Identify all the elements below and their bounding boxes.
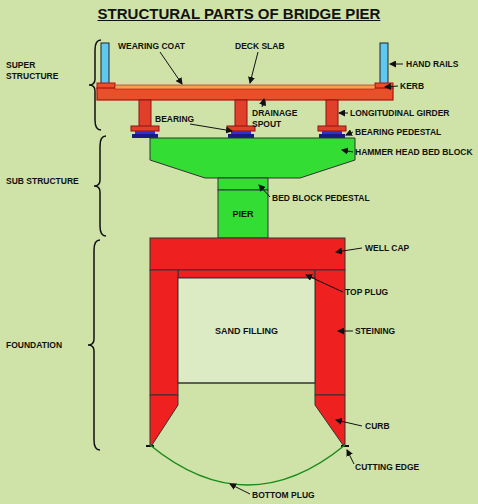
part-label: CURB [365,421,390,432]
part-label: HAND RAILS [406,59,458,70]
part-label: SUPER STRUCTURE [6,60,84,81]
part-label: BEARING PEDESTAL [355,127,441,138]
part-label: DECK SLAB [235,41,285,52]
part-label: WELL CAP [365,243,409,254]
part-label: FOUNDATION [6,340,62,351]
part-name: PIER [232,209,253,219]
part-label: BED BLOCK PEDESTAL [272,193,370,204]
part-label: STEINING [355,326,395,337]
part-label: LONGITUDINAL GIRDER [350,108,449,119]
part-label: DRAINAGE SPOUT [252,108,304,129]
sand-filling-box: SAND FILLING [178,278,315,383]
pier-box: PIER [218,190,268,238]
part-label: WEARING COAT [118,41,185,52]
part-label: SUB STRUCTURE [6,176,84,187]
part-label: BOTTOM PLUG [252,490,315,501]
part-label: KERB [400,81,424,92]
diagram-title: STRUCTURAL PARTS OF BRIDGE PIER [0,5,478,22]
part-name: SAND FILLING [215,326,278,336]
part-label: TOP PLUG [345,287,388,298]
part-label: BEARING [155,114,194,125]
part-label: HAMMER HEAD BED BLOCK [355,147,473,158]
part-label: CUTTING EDGE [355,462,419,473]
